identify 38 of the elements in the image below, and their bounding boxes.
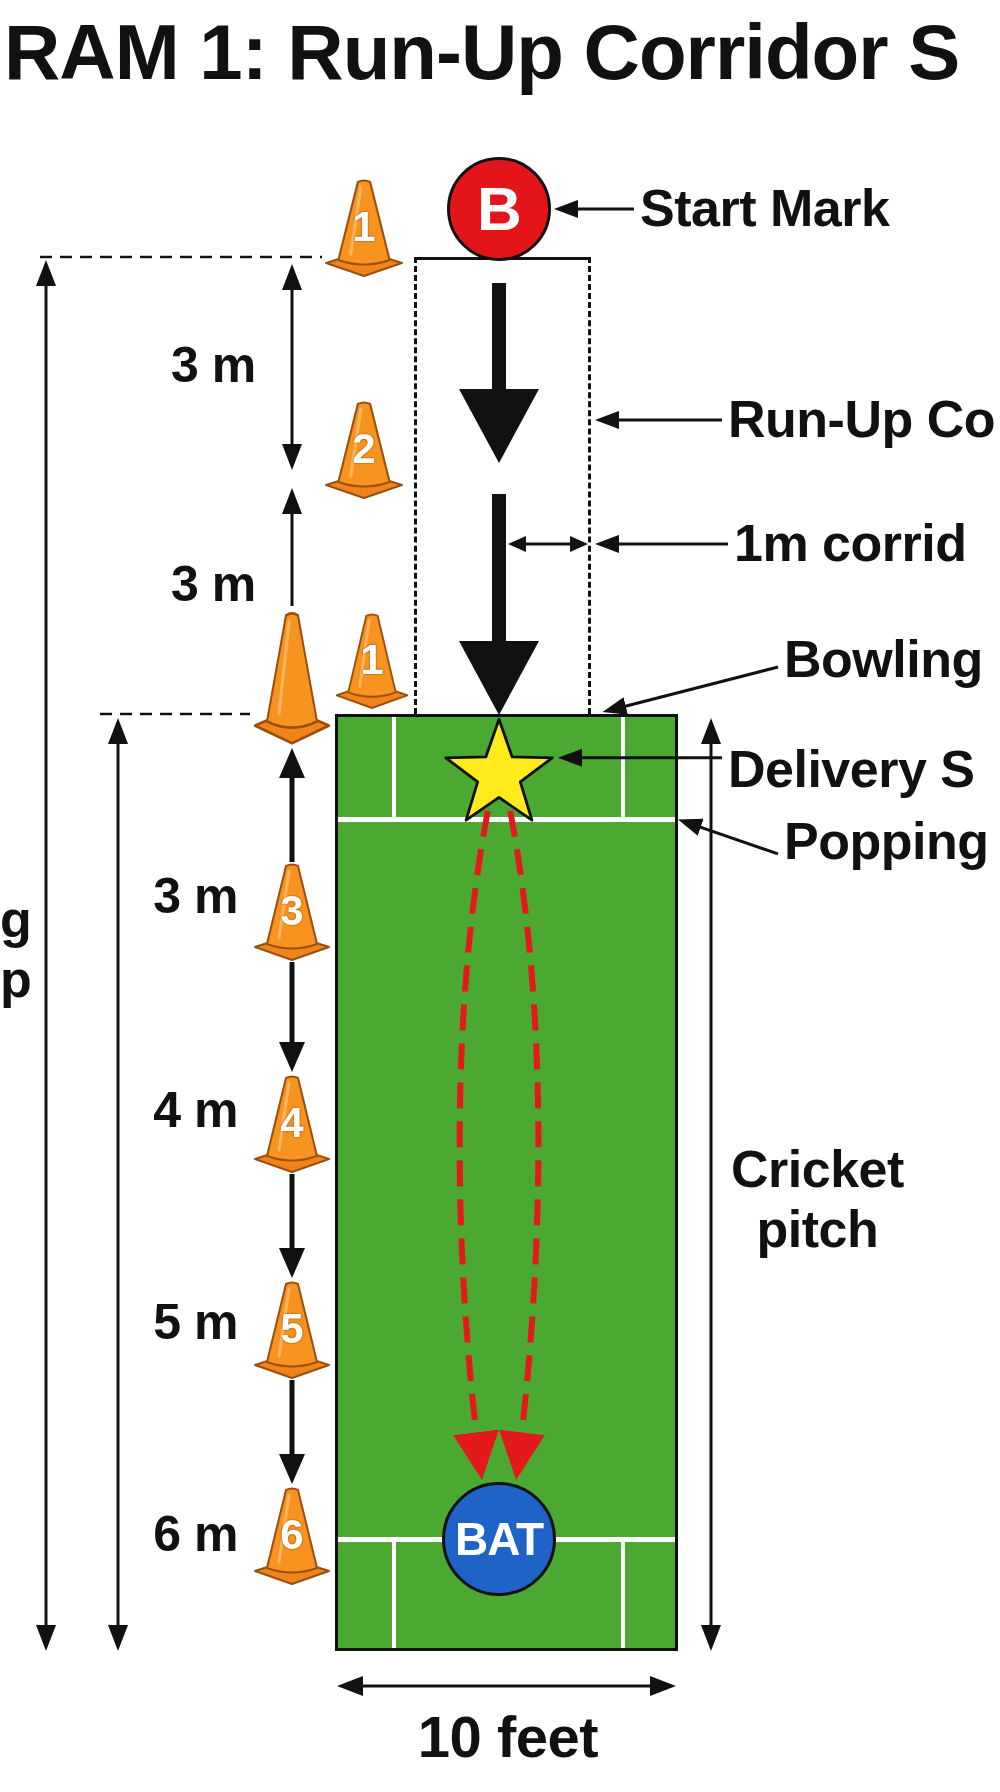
- distance-label: 6 m: [153, 1506, 238, 1564]
- trajectory-arrow: [453, 810, 500, 1479]
- start-marker: B: [447, 157, 551, 261]
- distance-label: 3 m: [171, 556, 256, 614]
- callout-label: Popping: [784, 812, 989, 872]
- cone-number: 2: [352, 428, 376, 470]
- callout-label: 1m corrid: [734, 514, 967, 574]
- cricket-pitch: [335, 714, 678, 1651]
- cone-number: 6: [280, 1514, 304, 1556]
- distance-label: 3 m: [153, 868, 238, 926]
- star-icon: [443, 717, 555, 823]
- cone-number: 5: [280, 1308, 304, 1350]
- leader-line: [557, 199, 634, 218]
- arrow: [279, 1380, 305, 1482]
- cone-number: 3: [280, 890, 304, 932]
- leader-line: [598, 534, 728, 553]
- arrow: [279, 1174, 305, 1276]
- callout-label: Start Mark: [640, 179, 890, 239]
- arrow: [279, 750, 305, 862]
- dimension-label: g p: [0, 890, 32, 1010]
- distance-label: 5 m: [153, 1294, 238, 1352]
- cone-number: 4: [280, 1102, 304, 1144]
- callout-label: Bowling: [784, 630, 983, 690]
- trajectory-arrow: [498, 810, 545, 1479]
- leader-line: [598, 410, 722, 429]
- batter-marker: BAT: [442, 1482, 556, 1596]
- callout-label: Delivery S: [728, 740, 975, 800]
- dimension-label: 10 feet: [417, 1704, 599, 1771]
- diagram-title: RAM 1: Run-Up Corridor S: [4, 10, 960, 96]
- callout-label: Run-Up Co: [728, 390, 995, 450]
- distance-label: 4 m: [153, 1082, 238, 1140]
- arrow: [279, 962, 305, 1070]
- leader-line: [561, 748, 722, 767]
- cone-number: 1: [352, 206, 376, 248]
- cone-number: 1: [360, 639, 384, 682]
- leader-line: [681, 818, 779, 856]
- pitch-caption: Cricket pitch: [731, 1140, 904, 1260]
- distance-label: 3 m: [171, 337, 256, 395]
